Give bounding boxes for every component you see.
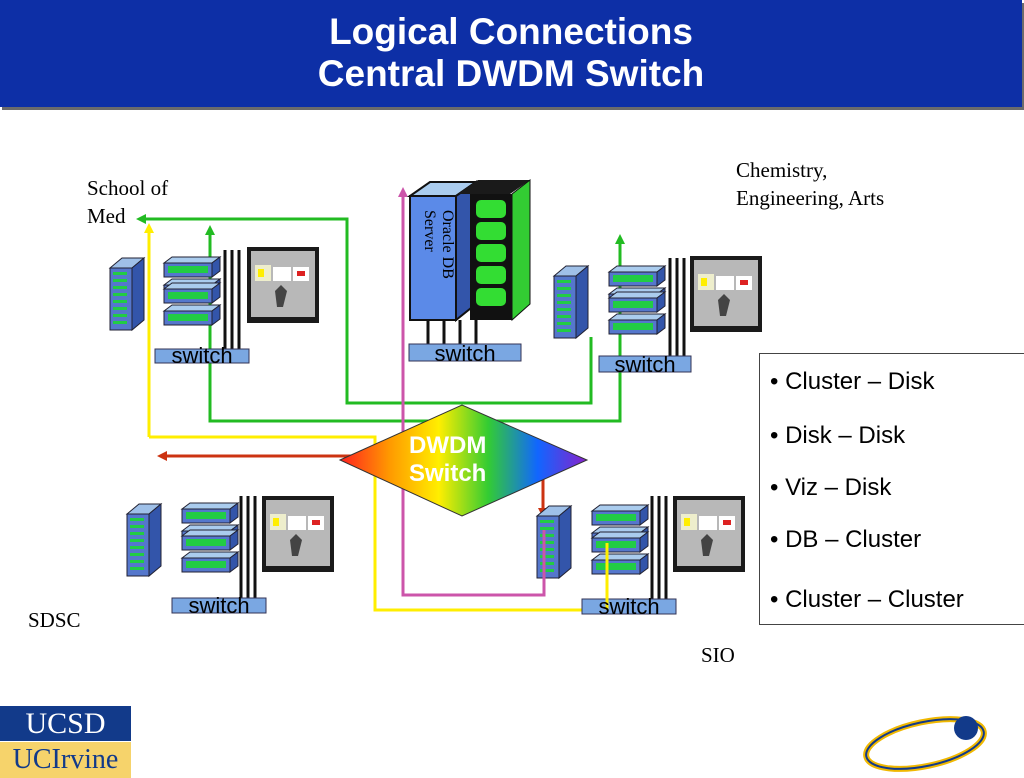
dwdm-switch-icon: [338, 404, 589, 517]
switch-box: [171, 597, 267, 614]
ucsd-logo: UCSD: [0, 706, 131, 741]
oracle-server-icon: [409, 195, 457, 321]
dwdm-label-line1: DWDM: [409, 432, 487, 459]
switch-box: [598, 355, 692, 373]
disk-array-icon: [608, 291, 666, 335]
location-label: Engineering, Arts: [736, 186, 885, 210]
it2-logo: [863, 716, 987, 772]
oracle-db-server: [406, 178, 531, 362]
location-label: Chemistry,: [736, 158, 828, 182]
location-label: Med: [87, 204, 126, 228]
disk-array-icon: [591, 531, 649, 575]
switch-label: switch: [434, 341, 496, 366]
location-sio: SIO: [701, 643, 735, 667]
location-label: School of: [87, 176, 169, 200]
title-line-2: Central DWDM Switch: [317, 53, 705, 94]
oracle-db-label-line1: Oracle DB: [439, 210, 456, 279]
site-sdsc: [126, 496, 334, 614]
bullet-item: • Cluster – Cluster: [770, 586, 964, 613]
bullet-item: • Disk – Disk: [770, 422, 906, 449]
switch-box: [408, 343, 522, 362]
location-school-of-med: School of Med: [87, 174, 168, 230]
uci-logo: UCIrvine: [0, 741, 131, 778]
title-line-1: Logical Connections: [329, 11, 693, 52]
switch-label: switch: [598, 594, 660, 619]
visualization-display-icon: [690, 256, 762, 332]
dwdm-label-line2: Switch: [409, 460, 487, 487]
switch-label: switch: [171, 343, 233, 368]
title-bar: Logical Connections Central DWDM Switch: [0, 0, 1022, 107]
site-school-of-med: [109, 247, 319, 364]
visualization-display-icon: [247, 247, 319, 323]
switch-box: [154, 348, 250, 364]
bullet-item: • Viz – Disk: [770, 474, 892, 501]
location-chemistry: Chemistry, Engineering, Arts: [736, 156, 884, 212]
switch-label: switch: [188, 593, 250, 618]
bullet-item: • Cluster – Disk: [770, 368, 935, 395]
dwdm-switch-label: DWDM Switch: [409, 432, 486, 488]
server-rack-icon: [536, 505, 572, 579]
server-rack-icon: [553, 265, 589, 339]
visualization-display-icon: [673, 496, 745, 572]
connection-types-box: • Cluster – Disk • Disk – Disk • Viz – D…: [759, 353, 1024, 625]
oracle-db-label-line2: Server: [421, 210, 438, 252]
disk-array-icon: [181, 529, 239, 573]
site-chemistry: [553, 256, 762, 373]
location-sdsc: SDSC: [28, 608, 81, 632]
disk-array-icon: [163, 282, 221, 326]
bullet-item: • DB – Cluster: [770, 526, 922, 553]
visualization-display-icon: [262, 496, 334, 572]
server-rack-icon: [109, 257, 145, 331]
green-link: [136, 214, 593, 405]
switch-label: switch: [614, 352, 676, 377]
oracle-db-label: Oracle DB Server: [412, 206, 456, 316]
server-rack-icon: [126, 503, 162, 577]
